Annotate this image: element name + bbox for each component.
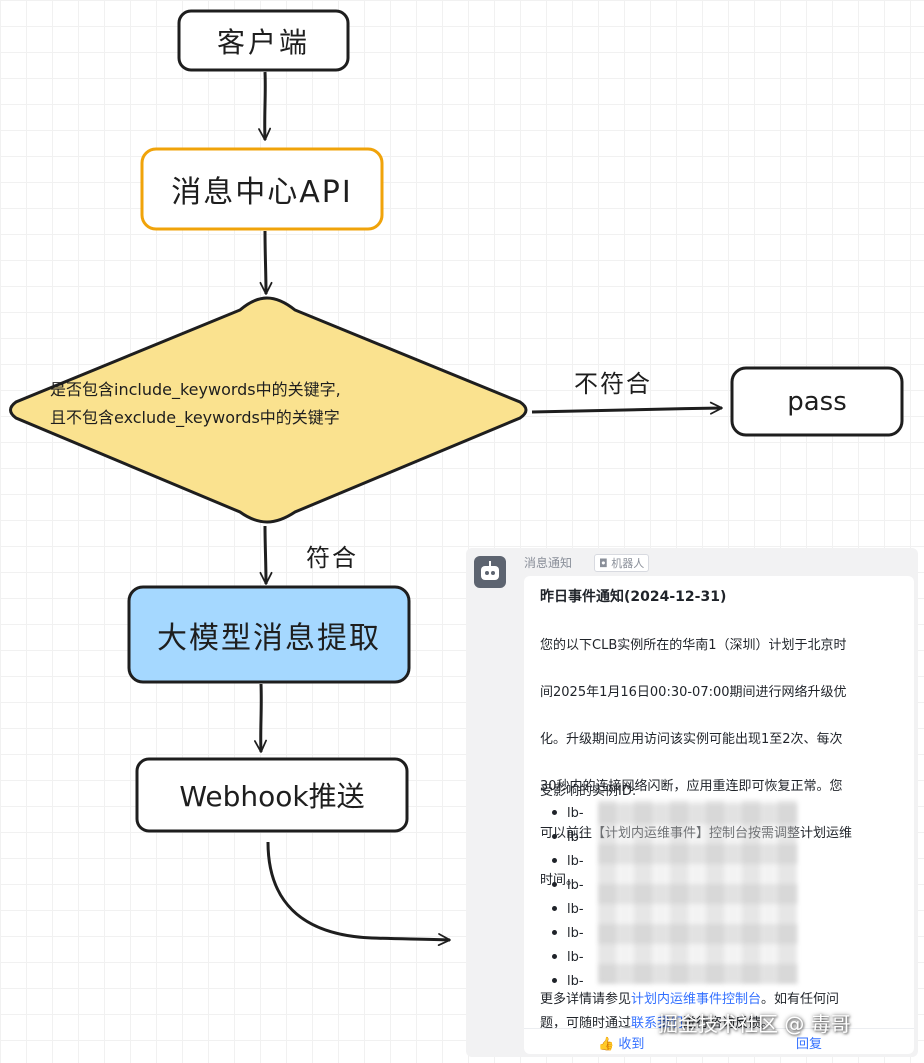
body-line: 您的以下CLB实例所在的华南1（深圳）计划于北京时 bbox=[540, 637, 847, 653]
list-item: lb- bbox=[542, 826, 584, 850]
body-line: 可以前往【计划内运维事件】控制台按需调整计划运维 bbox=[540, 822, 908, 846]
arrow-api-decision bbox=[259, 230, 273, 295]
message-body: 您的以下CLB实例所在的华南1（深圳）计划于北京时 间2025年1月16日00:… bbox=[540, 610, 908, 916]
decision-line-1: 是否包含include_keywords中的关键字, bbox=[50, 380, 341, 399]
redaction-blur bbox=[598, 800, 798, 984]
message-card: 消息通知 ◘ 机器人 昨日事件通知(2024-12-31) 您的以下CLB实例所… bbox=[466, 548, 918, 1057]
arrow-decision-llm bbox=[259, 525, 273, 585]
client-node bbox=[177, 9, 350, 72]
instance-list: lb- lb- lb- lb- lb- lb- lb- lb- bbox=[542, 802, 584, 994]
pass-label: pass bbox=[787, 386, 847, 417]
llm-label: 大模型消息提取 bbox=[157, 620, 381, 656]
edge-label-not-match: 不符合 bbox=[574, 370, 652, 398]
bot-badge-label: 机器人 bbox=[611, 557, 645, 570]
decision-label: 是否包含include_keywords中的关键字, 且不包含exclude_k… bbox=[50, 376, 490, 432]
thumbs-up-icon: 👍 bbox=[598, 1037, 615, 1052]
list-item: lb- bbox=[542, 946, 584, 970]
decision-node bbox=[9, 296, 528, 524]
robot-icon bbox=[474, 556, 506, 588]
sender-name: 消息通知 bbox=[524, 556, 573, 570]
list-item: lb- bbox=[542, 802, 584, 826]
contact-us-link[interactable]: 联系我们 bbox=[631, 1016, 684, 1031]
message-bubble: 昨日事件通知(2024-12-31) 您的以下CLB实例所在的华南1（深圳）计划… bbox=[524, 576, 914, 1054]
received-button[interactable]: 👍 收到 bbox=[598, 1037, 645, 1052]
body-line: 化。升级期间应用访问该实例可能出现1至2次、每次 bbox=[540, 731, 843, 747]
arrow-client-api bbox=[258, 71, 272, 141]
webhook-node bbox=[135, 757, 409, 833]
arrow-decision-pass bbox=[531, 401, 723, 415]
body-line: 时间。 bbox=[540, 872, 580, 888]
client-label: 客户端 bbox=[216, 25, 310, 59]
pass-node bbox=[730, 366, 904, 437]
api-node bbox=[140, 147, 384, 231]
message-footer: 更多详情请参见计划内运维事件控制台。如有任何问 题，可随时通过联系我们进行咨询反… bbox=[540, 992, 840, 1031]
api-label: 消息中心API bbox=[171, 175, 353, 210]
llm-node bbox=[127, 585, 411, 684]
list-item: lb- bbox=[542, 922, 584, 946]
webhook-label: Webhook推送 bbox=[179, 780, 365, 813]
list-item: lb- bbox=[542, 970, 584, 994]
ops-console-link[interactable]: 计划内运维事件控制台 bbox=[631, 992, 762, 1007]
list-item: lb- bbox=[542, 850, 584, 874]
message-actions: 👍 收到 回复 bbox=[524, 1028, 914, 1055]
body-line: 30秒内的连接网络闪断，应用重连即可恢复正常。您 bbox=[540, 778, 843, 794]
watermark: 掘金技术社区 @ 毒哥 bbox=[658, 1012, 851, 1036]
list-item: lb- bbox=[542, 898, 584, 922]
list-item: lb- bbox=[542, 874, 584, 898]
bot-badge: ◘ 机器人 bbox=[594, 554, 650, 572]
arrow-webhook-card bbox=[266, 841, 451, 947]
edge-label-match: 符合 bbox=[306, 544, 358, 572]
affected-label: 受影响的实例ID: bbox=[540, 784, 637, 799]
message-title: 昨日事件通知(2024-12-31) bbox=[540, 589, 727, 605]
body-line: 间2025年1月16日00:30-07:00期间进行网络升级优 bbox=[540, 684, 847, 700]
decision-line-2: 且不包含exclude_keywords中的关键字 bbox=[50, 408, 340, 427]
reply-button[interactable]: 回复 bbox=[796, 1037, 823, 1052]
bot-badge-icon: ◘ bbox=[599, 557, 608, 570]
arrow-llm-webhook bbox=[254, 683, 267, 753]
